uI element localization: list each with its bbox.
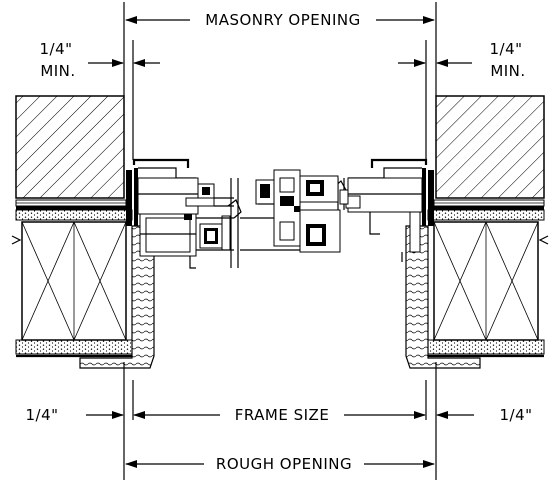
right-min-clearance-dimension: 1/4" MIN.	[398, 40, 525, 80]
frame-size-dimension: 1/4" FRAME SIZE 1/4"	[25, 406, 532, 424]
right-clearance-top-min: MIN.	[490, 62, 525, 80]
right-wall-section	[405, 95, 549, 369]
right-wood-trim	[405, 225, 481, 369]
right-clearance-bottom-value: 1/4"	[499, 406, 532, 424]
frame-size-label: FRAME SIZE	[235, 406, 330, 424]
masonry-opening-dimension: MASONRY OPENING	[125, 11, 435, 29]
right-clearance-top-value: 1/4"	[489, 40, 522, 58]
left-min-clearance-dimension: 1/4" MIN.	[39, 40, 160, 80]
rough-opening-dimension: ROUGH OPENING	[125, 455, 435, 473]
center-sash-assembly	[240, 169, 341, 253]
rough-opening-label: ROUGH OPENING	[216, 455, 352, 473]
right-window-frame	[339, 158, 428, 262]
left-clearance-top-value: 1/4"	[39, 40, 72, 58]
left-clearance-bottom-value: 1/4"	[25, 406, 58, 424]
left-clearance-top-min: MIN.	[40, 62, 75, 80]
left-wall-section	[11, 95, 155, 369]
left-masonry-block	[15, 95, 125, 199]
masonry-opening-label: MASONRY OPENING	[205, 11, 360, 29]
right-masonry-block	[435, 95, 545, 199]
left-window-frame	[132, 158, 234, 269]
